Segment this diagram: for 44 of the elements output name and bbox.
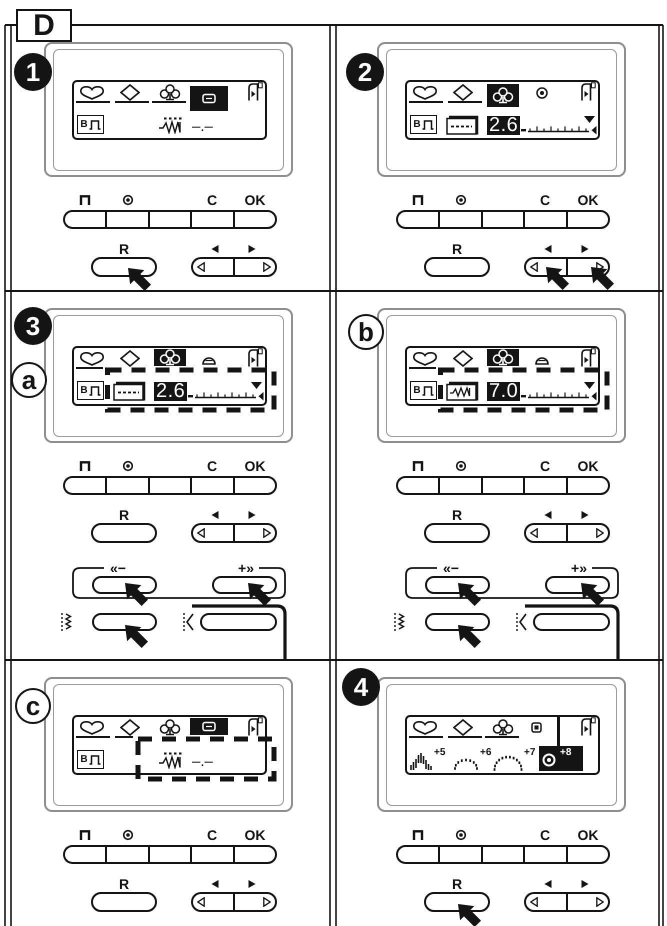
indicator-letter: B — [80, 386, 88, 396]
value-readout: 7.0 — [487, 382, 520, 401]
button-label: «− — [443, 561, 459, 575]
button-label: OK — [578, 828, 598, 842]
sub-step-letter: b — [348, 314, 384, 350]
button-label: R — [118, 877, 130, 891]
button-label: R — [118, 242, 130, 256]
button-label: «− — [110, 561, 126, 575]
button-label: C — [540, 459, 550, 473]
button-label: OK — [578, 459, 598, 473]
value-readout: 2.6 — [154, 382, 188, 401]
button-label: OK — [244, 828, 266, 842]
button-label: C — [540, 828, 550, 842]
step-number: 1 — [14, 53, 52, 91]
value-readout: –.– — [191, 755, 214, 769]
button-label: R — [452, 242, 462, 256]
button-label: OK — [578, 193, 598, 207]
button-label: R — [452, 508, 462, 522]
stitch-number: +8 — [560, 748, 572, 758]
button-label: +» — [571, 561, 587, 575]
indicator-letter: B — [413, 120, 421, 130]
indicator-letter: B — [80, 120, 88, 130]
step-number: 2 — [346, 53, 384, 91]
step-number: 3 — [14, 307, 52, 345]
step-number: 4 — [342, 668, 380, 706]
button-label: C — [540, 193, 550, 207]
stitch-number: +6 — [480, 748, 492, 758]
value-readout: –.– — [191, 120, 214, 134]
value-readout: 2.6 — [487, 116, 520, 135]
section-label: D — [16, 9, 72, 42]
button-label: OK — [244, 193, 266, 207]
button-label: C — [206, 193, 218, 207]
button-label: R — [452, 877, 462, 891]
sub-step-letter: c — [15, 688, 51, 724]
indicator-letter: B — [80, 754, 88, 764]
indicator-letter: B — [413, 386, 421, 396]
button-label: +» — [238, 561, 254, 575]
button-label: C — [206, 828, 218, 842]
button-label: OK — [244, 459, 266, 473]
stitch-number: +5 — [434, 748, 446, 758]
stitch-number: +7 — [524, 748, 536, 758]
sub-step-letter: a — [11, 362, 47, 398]
button-label: R — [118, 508, 130, 522]
button-label: C — [206, 459, 218, 473]
